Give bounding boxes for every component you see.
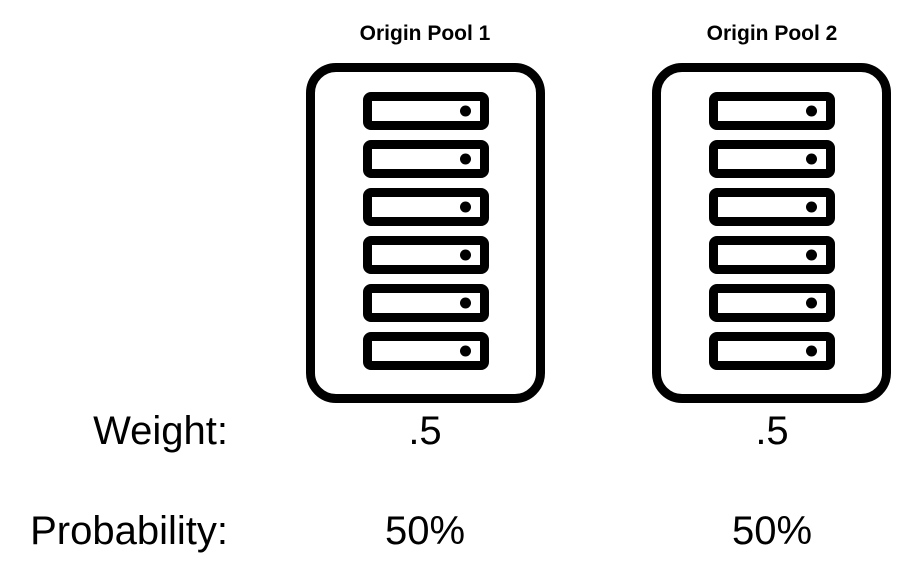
server-rack-unit-icon[interactable] bbox=[708, 92, 835, 130]
pool-title-origin-pool-2: Origin Pool 2 bbox=[706, 22, 838, 45]
server-rack-unit-icon[interactable] bbox=[708, 188, 835, 226]
server-status-dot-icon bbox=[459, 153, 471, 165]
server-rack-unit-icon[interactable] bbox=[708, 236, 835, 274]
server-status-dot-icon bbox=[459, 345, 471, 357]
weight-row-label: Weight: bbox=[93, 409, 228, 453]
probability-value-pool-1: 50% bbox=[384, 509, 466, 553]
server-rack-unit-icon[interactable] bbox=[708, 332, 835, 370]
server-rack-unit-icon[interactable] bbox=[362, 140, 489, 178]
weight-value-pool-2: .5 bbox=[755, 409, 789, 453]
server-stack-pool-1 bbox=[315, 92, 536, 370]
server-status-dot-icon bbox=[805, 153, 817, 165]
server-status-dot-icon bbox=[805, 345, 817, 357]
server-status-dot-icon bbox=[459, 201, 471, 213]
server-rack-unit-icon[interactable] bbox=[708, 140, 835, 178]
server-rack-unit-icon[interactable] bbox=[362, 92, 489, 130]
server-rack-unit-icon[interactable] bbox=[362, 332, 489, 370]
origin-pool-2-container[interactable] bbox=[652, 63, 891, 403]
server-rack-unit-icon[interactable] bbox=[708, 284, 835, 322]
probability-row-label: Probability: bbox=[30, 509, 228, 553]
pool-title-origin-pool-1: Origin Pool 1 bbox=[359, 22, 491, 45]
server-status-dot-icon bbox=[805, 297, 817, 309]
server-rack-unit-icon[interactable] bbox=[362, 188, 489, 226]
server-status-dot-icon bbox=[459, 297, 471, 309]
server-status-dot-icon bbox=[805, 249, 817, 261]
server-rack-unit-icon[interactable] bbox=[362, 284, 489, 322]
server-status-dot-icon bbox=[459, 105, 471, 117]
probability-value-pool-2: 50% bbox=[731, 509, 813, 553]
weight-value-pool-1: .5 bbox=[408, 409, 442, 453]
server-status-dot-icon bbox=[805, 105, 817, 117]
server-rack-unit-icon[interactable] bbox=[362, 236, 489, 274]
server-status-dot-icon bbox=[805, 201, 817, 213]
server-stack-pool-2 bbox=[661, 92, 882, 370]
server-status-dot-icon bbox=[459, 249, 471, 261]
origin-pool-1-container[interactable] bbox=[306, 63, 545, 403]
